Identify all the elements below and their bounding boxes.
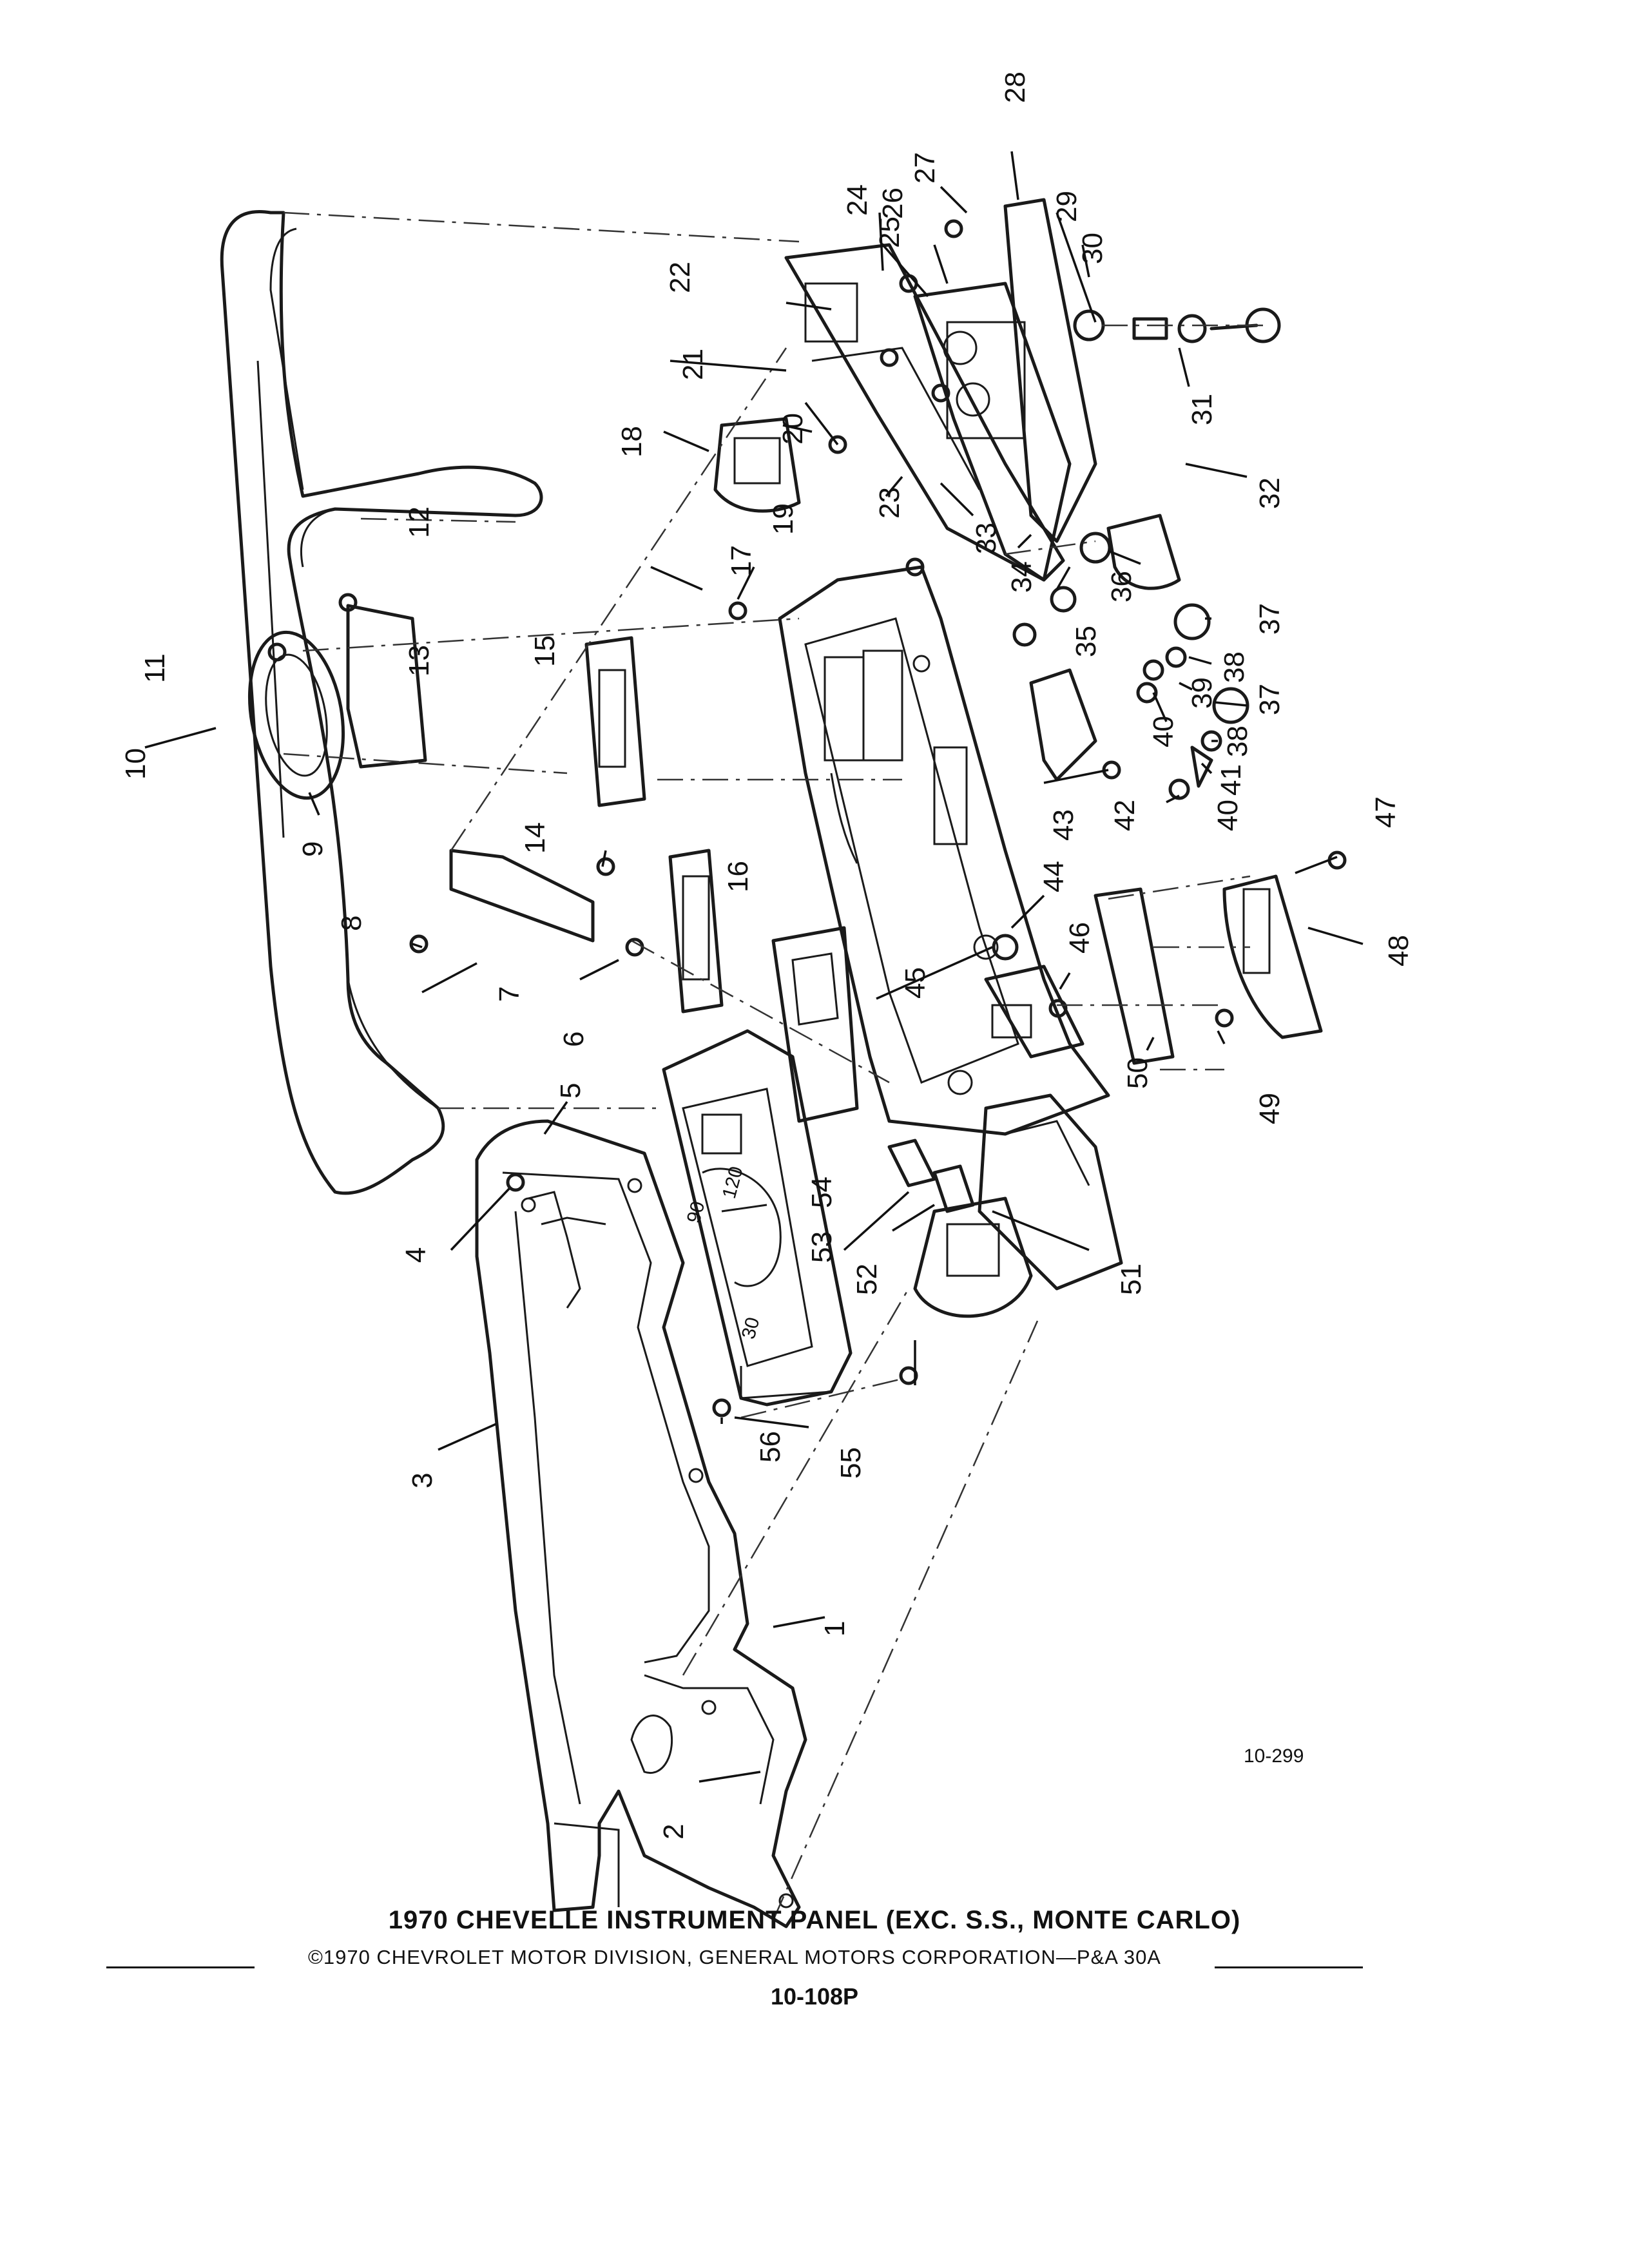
callout-labels: 10 9 11 12 13 8 7 14 6 15 16 17 18 19 20… xyxy=(120,72,1414,1840)
callout-10: 10 xyxy=(120,748,151,780)
callout-43: 43 xyxy=(1048,809,1079,841)
callout-32: 32 xyxy=(1254,477,1286,509)
caption-copyright-row: ©1970 CHEVROLET MOTOR DIVISION, GENERAL … xyxy=(106,1946,1363,1972)
callout-7: 7 xyxy=(494,986,525,1002)
callout-56: 56 xyxy=(755,1431,786,1463)
callout-53: 53 xyxy=(806,1231,838,1263)
callout-26: 26 xyxy=(877,187,909,219)
callout-4: 4 xyxy=(400,1247,432,1263)
callout-13: 13 xyxy=(403,645,435,677)
caption-page-code: 10-108P xyxy=(770,1983,859,2010)
air-vent-right xyxy=(1106,514,1181,590)
speaker-bracket xyxy=(346,604,427,769)
callout-25: 25 xyxy=(874,216,905,248)
callout-28: 28 xyxy=(999,72,1031,103)
callout-30: 30 xyxy=(1077,233,1108,264)
bezel-plate-50 xyxy=(1094,887,1175,1065)
callout-38-bottom: 38 xyxy=(1222,726,1253,757)
radio-unit xyxy=(668,849,724,1014)
callout-20: 20 xyxy=(777,413,809,445)
lower-duct-outlet xyxy=(913,1196,1033,1318)
left-speaker-grille xyxy=(247,630,345,800)
callout-18: 18 xyxy=(616,426,648,457)
instrument-cluster: 120 90 30 xyxy=(662,1029,853,1407)
callout-14: 14 xyxy=(519,822,551,854)
dash-bracket-left xyxy=(449,849,595,943)
figure-code: 10-299 xyxy=(1244,1745,1304,1767)
callout-9: 9 xyxy=(297,841,329,857)
callout-55: 55 xyxy=(835,1447,867,1479)
callout-6: 6 xyxy=(558,1032,590,1047)
right-instrument-bezel xyxy=(784,198,1097,582)
callout-21: 21 xyxy=(677,349,709,380)
callout-44: 44 xyxy=(1038,861,1070,892)
alignment-lines xyxy=(283,211,1263,1921)
gauge-mark-30: 30 xyxy=(738,1315,764,1341)
callout-35: 35 xyxy=(1070,626,1102,657)
cluster-trim-panel xyxy=(771,926,859,1123)
callout-22: 22 xyxy=(664,262,696,293)
callout-31: 31 xyxy=(1186,394,1218,425)
callout-8: 8 xyxy=(336,916,367,931)
callout-1: 1 xyxy=(819,1621,851,1637)
callout-37-bottom: 37 xyxy=(1254,684,1286,715)
callout-5: 5 xyxy=(555,1083,586,1099)
callout-51: 51 xyxy=(1115,1264,1147,1295)
callout-50: 50 xyxy=(1122,1057,1153,1089)
callout-38-top: 38 xyxy=(1219,651,1250,683)
callout-29: 29 xyxy=(1051,191,1083,222)
caption-title: 1970 CHEVELLE INSTRUMENT PANEL (EXC. S.S… xyxy=(388,1906,1241,1934)
callout-2: 2 xyxy=(658,1824,689,1840)
callout-24: 24 xyxy=(842,184,873,216)
knob-set xyxy=(992,532,1249,961)
callout-17: 17 xyxy=(726,545,757,577)
callout-54: 54 xyxy=(806,1177,838,1208)
callout-19: 19 xyxy=(767,503,799,535)
heater-duct-right xyxy=(1222,874,1323,1039)
callout-37-top: 37 xyxy=(1254,603,1286,635)
callout-47: 47 xyxy=(1370,796,1402,828)
rule-left xyxy=(106,1966,255,1968)
rule-right xyxy=(1215,1966,1363,1968)
center-pocket xyxy=(984,965,1084,1059)
callout-23: 23 xyxy=(874,487,905,519)
leader-lines xyxy=(144,151,1364,1783)
callout-16: 16 xyxy=(722,861,754,892)
switch-bracket-43 xyxy=(1029,668,1097,782)
callout-52: 52 xyxy=(851,1264,883,1295)
instrument-panel-frame xyxy=(475,1119,807,1928)
dash-pad-cover xyxy=(220,210,543,1195)
callout-39: 39 xyxy=(1186,677,1218,709)
callout-3: 3 xyxy=(407,1473,438,1488)
callout-46: 46 xyxy=(1064,922,1095,954)
caption-copyright: ©1970 CHEVROLET MOTOR DIVISION, GENERAL … xyxy=(308,1946,1161,1968)
callout-40-bottom: 40 xyxy=(1212,800,1244,831)
callout-36: 36 xyxy=(1106,571,1137,602)
glove-box-door xyxy=(978,1093,1123,1291)
callout-48: 48 xyxy=(1383,935,1414,966)
gauge-mark-90: 90 xyxy=(683,1199,709,1225)
callout-11: 11 xyxy=(139,653,171,683)
callout-49: 49 xyxy=(1254,1093,1286,1124)
air-vent-left xyxy=(713,417,801,513)
callout-33: 33 xyxy=(970,523,1002,554)
callout-15: 15 xyxy=(529,635,561,667)
callout-40-top: 40 xyxy=(1148,716,1179,747)
callout-34: 34 xyxy=(1006,561,1037,593)
callout-27: 27 xyxy=(909,152,941,184)
callout-12: 12 xyxy=(403,506,435,538)
callout-42: 42 xyxy=(1109,800,1141,831)
switches-52-53 xyxy=(887,1139,975,1213)
heater-control xyxy=(584,636,646,807)
callout-41: 41 xyxy=(1215,764,1247,796)
callout-45: 45 xyxy=(900,967,931,999)
